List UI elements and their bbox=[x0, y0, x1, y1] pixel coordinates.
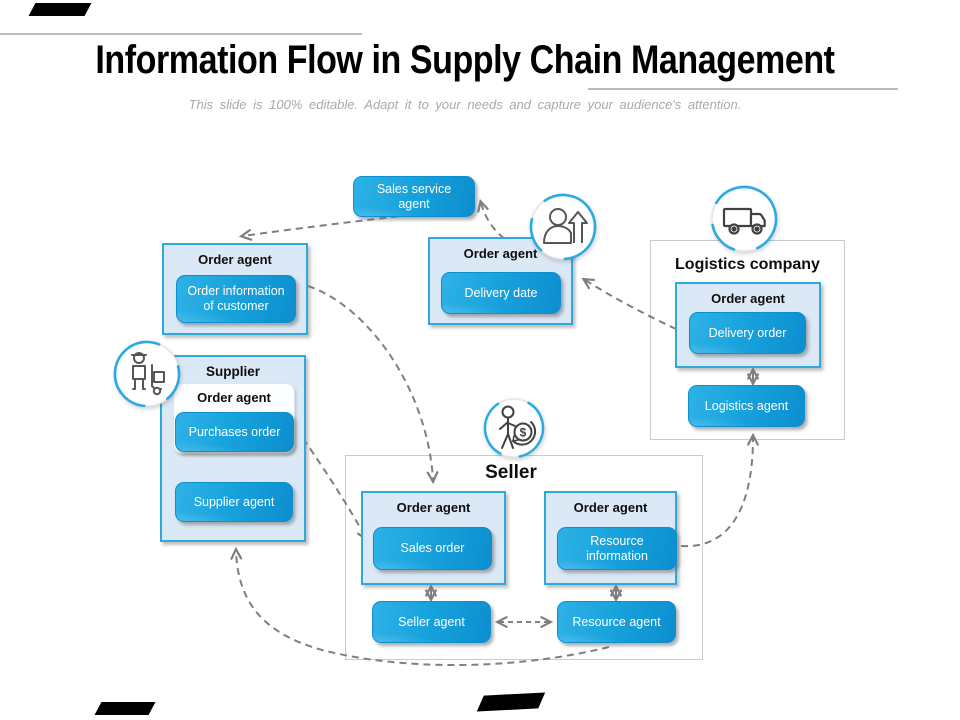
sales-order-box[interactable]: Sales order bbox=[373, 527, 492, 570]
supplier-agent-box[interactable]: Supplier agent bbox=[175, 482, 293, 522]
header-divider-right bbox=[588, 88, 898, 90]
corner-mark-top-left bbox=[28, 3, 92, 16]
logistics-order-agent-title: Order agent bbox=[711, 291, 785, 306]
customer-order-agent-title: Order agent bbox=[198, 252, 272, 267]
customer-order-agent-panel: Order agent Order information of custome… bbox=[162, 243, 308, 335]
delivery-truck-icon bbox=[709, 184, 779, 254]
purchases-order-box[interactable]: Purchases order bbox=[175, 412, 294, 452]
seller-title: Seller bbox=[485, 462, 537, 483]
page-subtitle: This slide is 100% editable. Adapt it to… bbox=[188, 97, 742, 112]
supplier-title: Supplier bbox=[205, 364, 260, 379]
logistics-agent-box[interactable]: Logistics agent bbox=[688, 385, 805, 427]
seller-resource-order-agent-panel: Order agent Resource information bbox=[544, 491, 677, 585]
worker-handtruck-icon bbox=[112, 339, 182, 409]
corner-mark-bottom-center bbox=[476, 692, 546, 712]
seller-sales-order-agent-title: Order agent bbox=[396, 500, 471, 515]
seller-agent-box[interactable]: Seller agent bbox=[372, 601, 491, 643]
sales-service-agent-box[interactable]: Sales service agent bbox=[353, 176, 475, 217]
seller-money-icon: $ bbox=[482, 396, 546, 460]
supplier-panel: Supplier Order agent Purchases order Sup… bbox=[160, 355, 306, 542]
seller-sales-order-agent-panel: Order agent Sales order bbox=[361, 491, 506, 585]
delivery-date-box[interactable]: Delivery date bbox=[441, 272, 561, 314]
svg-text:$: $ bbox=[520, 426, 527, 440]
corner-mark-bottom-left bbox=[94, 702, 156, 715]
connector-salesservice-to-customerorder bbox=[243, 214, 411, 236]
resource-information-box[interactable]: Resource information bbox=[557, 527, 677, 570]
seller-resource-order-agent-title: Order agent bbox=[573, 500, 648, 515]
resource-agent-box[interactable]: Resource agent bbox=[557, 601, 676, 643]
delivery-order-box[interactable]: Delivery order bbox=[689, 312, 806, 354]
logistics-order-agent-panel: Order agent Delivery order bbox=[675, 282, 821, 368]
supplier-order-agent-title: Order agent bbox=[197, 390, 271, 405]
connector-customerorder-to-sellerorder bbox=[307, 285, 433, 480]
logistics-company-title: Logistics company bbox=[675, 256, 820, 273]
page-title: Information Flow in Supply Chain Managem… bbox=[95, 38, 835, 82]
order-information-box[interactable]: Order information of customer bbox=[176, 275, 296, 323]
header-divider-left bbox=[0, 33, 362, 35]
person-up-arrow-icon bbox=[528, 192, 598, 262]
